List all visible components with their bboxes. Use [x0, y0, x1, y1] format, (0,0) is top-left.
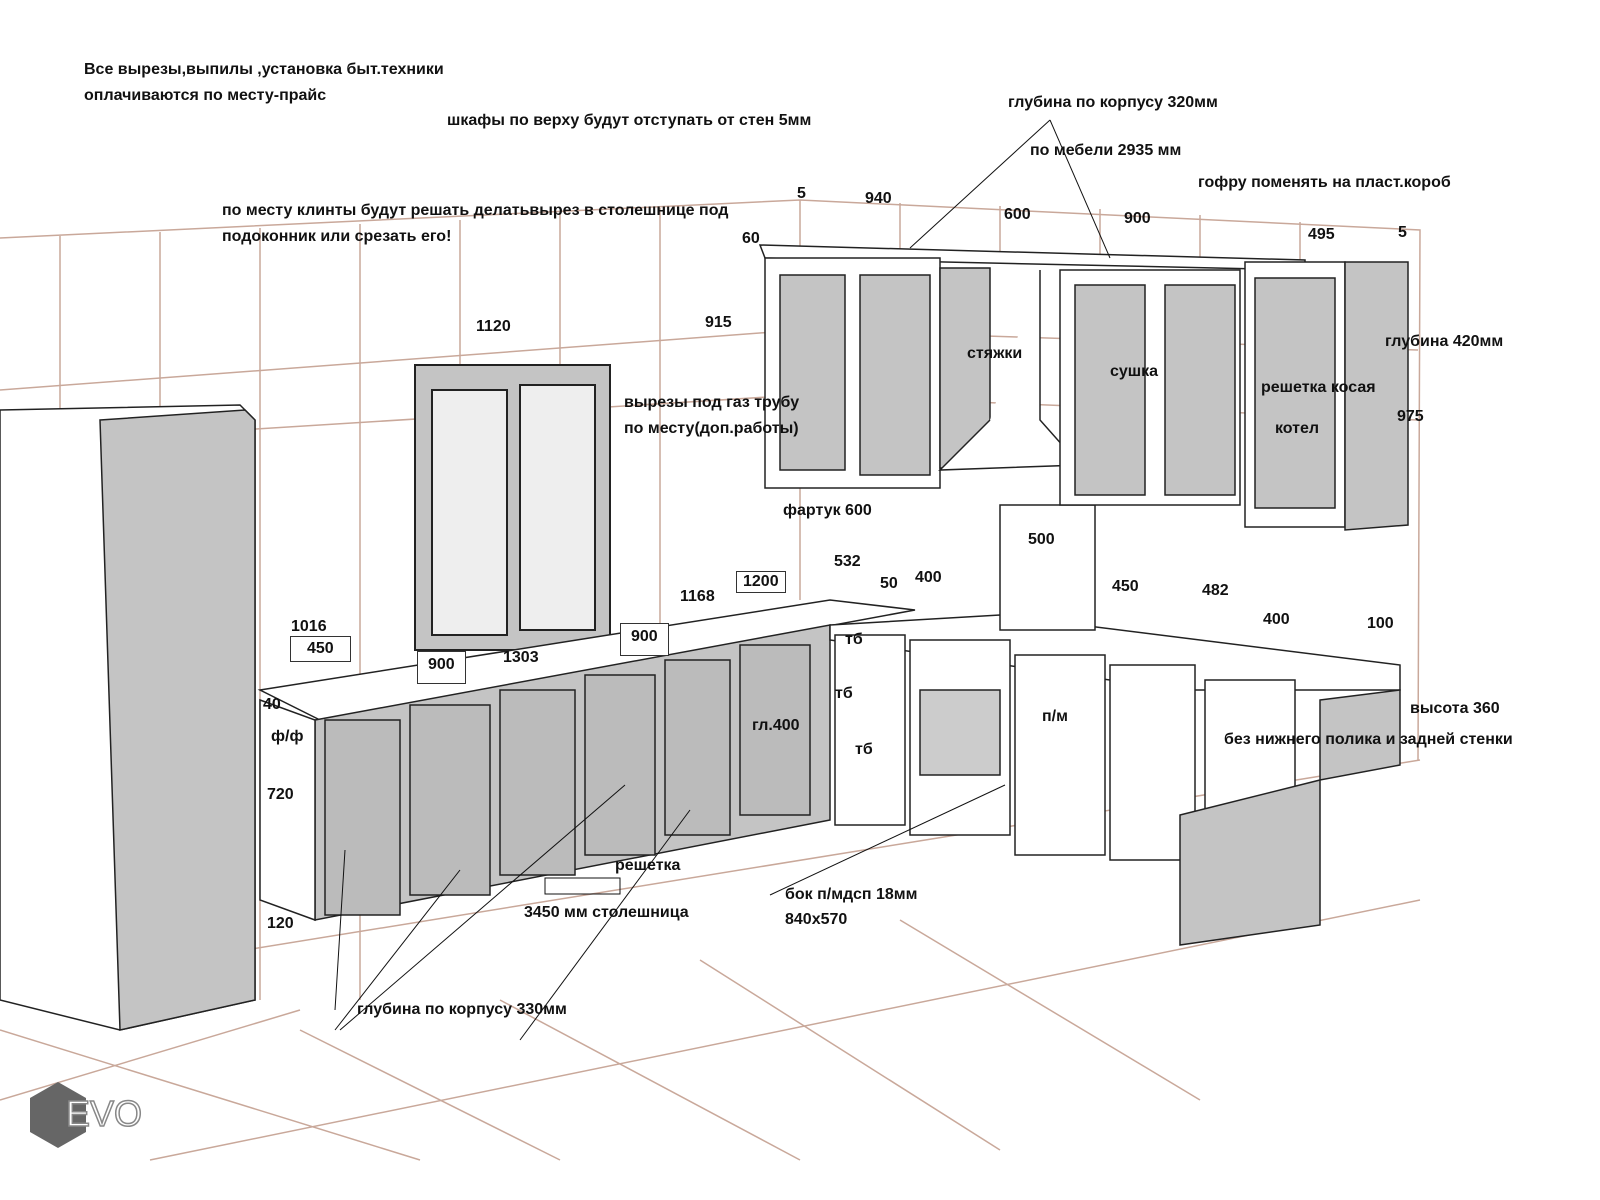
note-no-bottom: без нижнего полика и задней стенки	[1224, 731, 1513, 748]
dim-60: 60	[742, 230, 760, 247]
dim-1303: 1303	[503, 649, 539, 666]
note-total-length: по мебели 2935 мм	[1030, 143, 1181, 159]
dim-915: 915	[705, 314, 732, 331]
note-height-360: высота 360	[1410, 700, 1500, 717]
total-length-value: 935 мм	[1126, 142, 1182, 159]
dim-1016: 1016	[291, 618, 327, 635]
dim-120: 120	[267, 915, 294, 932]
window	[414, 364, 611, 651]
dim-900-counter: 900	[620, 623, 669, 656]
label-tb-2: тб	[835, 685, 853, 702]
label-tb-1: тб	[845, 631, 863, 648]
dim-975: 975	[1397, 408, 1424, 425]
dim-720: 720	[267, 786, 294, 803]
leader-lines	[334, 119, 1111, 1041]
note-gas-cutouts: вырезы под газ трубу	[624, 394, 800, 411]
note-upper-depth: глубина по корпусу 320мм	[1008, 94, 1218, 111]
note-cutouts-paid: Все вырезы,выпилы ,установка быт.техники	[84, 61, 444, 78]
dim-50: 50	[880, 575, 898, 592]
dim-600: 600	[1004, 206, 1031, 223]
note-windowsill-1: по месту клинты будут решать делатьвырез…	[222, 202, 729, 219]
dim-1200: 1200	[736, 571, 786, 593]
dim-5-left: 5	[797, 185, 806, 202]
label-ties: стяжки	[967, 345, 1023, 362]
label-grille: решетка	[615, 857, 681, 874]
note-lower-depth: глубина по корпусу 330мм	[357, 1001, 567, 1018]
dim-495: 495	[1308, 226, 1335, 243]
hexagon-logo-icon: EVO	[30, 1082, 143, 1148]
note-depth-420: глубина 420мм	[1385, 333, 1504, 350]
refrigerator	[0, 404, 256, 1031]
dim-482: 482	[1202, 582, 1229, 599]
dim-5-right: 5	[1398, 224, 1407, 241]
dim-400-sink: 400	[1263, 611, 1290, 628]
dim-400-stove: 400	[915, 569, 942, 586]
label-side-panel: бок п/мдсп 18мм	[785, 886, 918, 903]
dim-1168: 1168	[680, 588, 715, 605]
label-slanted-grille: решетка косая	[1261, 379, 1376, 396]
dim-532: 532	[834, 553, 861, 570]
label-ff: ф/ф	[271, 728, 304, 745]
label-depth-400: гл.400	[752, 717, 800, 734]
note-duct: гофру поменять на пласт.короб	[1198, 174, 1451, 191]
label-tb-3: тб	[855, 741, 873, 758]
label-countertop-length: 3450 мм столешница	[524, 904, 689, 921]
dim-450-left: 450	[290, 636, 351, 662]
dim-40: 40	[263, 696, 281, 713]
note-cabinets-offset: шкафы по верху будут отступать от стен 5…	[447, 112, 812, 129]
dim-500: 500	[1028, 531, 1055, 548]
note-windowsill-2: подоконник или срезать его!	[222, 228, 452, 245]
wall-cabinets	[758, 244, 1409, 531]
dim-450-right: 450	[1112, 578, 1139, 595]
note-gas-extra: по месту(доп.работы)	[624, 420, 799, 437]
note-price-onsite: оплачиваются по месту-прайс	[84, 87, 327, 104]
base-cabinets-right	[829, 504, 1401, 946]
label-dishwasher: п/м	[1042, 708, 1068, 725]
label-side-panel-size: 840х570	[785, 911, 848, 928]
svg-text:EVO: EVO	[66, 1093, 142, 1134]
base-cabinets-left	[257, 599, 916, 922]
dim-940: 940	[865, 190, 892, 207]
evo-logo: EVO	[28, 1082, 168, 1157]
dim-900-sill: 900	[417, 651, 466, 684]
dim-900-top: 900	[1124, 210, 1151, 227]
total-length-prefix: по мебели 2	[1030, 142, 1127, 159]
dim-100: 100	[1367, 615, 1394, 632]
note-backsplash: фартук 600	[783, 502, 872, 519]
label-boiler: котел	[1275, 420, 1320, 437]
label-dryer: сушка	[1110, 363, 1159, 380]
dim-1120: 1120	[476, 318, 511, 335]
